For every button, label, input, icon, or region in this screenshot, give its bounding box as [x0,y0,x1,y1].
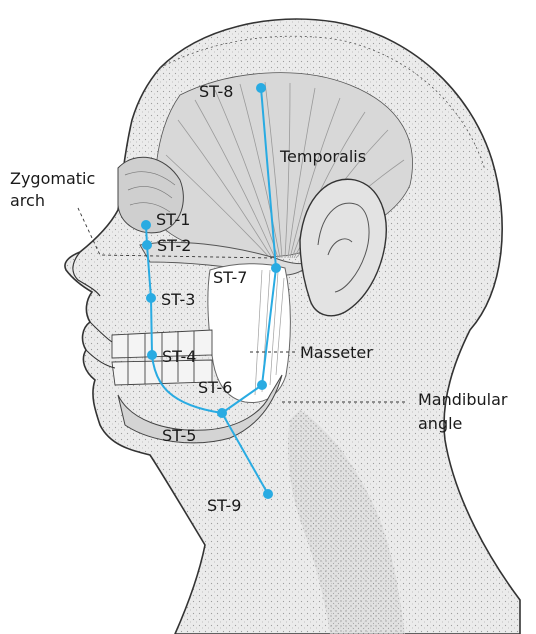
label-st4: ST-4 [162,347,196,366]
label-st2: ST-2 [157,236,191,255]
point-st2[interactable] [142,240,152,250]
point-st7[interactable] [271,263,281,273]
point-st1[interactable] [141,220,151,230]
label-mandibular: Mandibular [418,390,508,409]
label-angle: angle [418,414,462,433]
label-st7: ST-7 [213,268,247,287]
label-masseter: Masseter [300,343,373,362]
label-st9: ST-9 [207,496,241,515]
label-st6: ST-6 [198,378,232,397]
label-st5: ST-5 [162,426,196,445]
label-st3: ST-3 [161,290,195,309]
point-st6[interactable] [257,380,267,390]
label-st8: ST-8 [199,82,233,101]
point-st4[interactable] [147,350,157,360]
label-st1: ST-1 [156,210,190,229]
point-st9[interactable] [263,489,273,499]
point-st8[interactable] [256,83,266,93]
point-st3[interactable] [146,293,156,303]
point-st5[interactable] [217,408,227,418]
label-arch: arch [10,191,45,210]
label-zygomatic: Zygomatic [10,169,95,188]
label-temporalis: Temporalis [279,147,366,166]
